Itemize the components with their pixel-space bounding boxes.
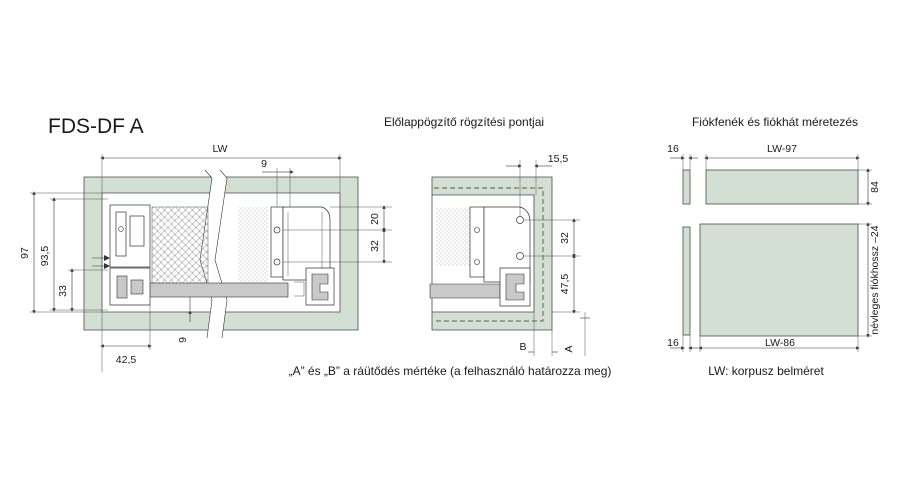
fixing-points-dimensions: 15,5 32 47,5 B A — [506, 153, 590, 356]
cross-section-drawing — [83, 169, 359, 339]
fixing-points-drawing — [429, 176, 553, 331]
note-a-b: „A” és „B” a ráütődés mértéke (a felhasz… — [289, 364, 612, 378]
dim-93-5: 93,5 — [39, 246, 51, 267]
dim-9-bottom: 9 — [177, 337, 189, 343]
caption-fixing-points: Előlapрögzítő rögzítési pontjai — [384, 115, 544, 129]
dim-32-right: 32 — [559, 232, 571, 244]
cross-section-dimensions: LW 9 97 93,5 33 42,5 9 — [19, 143, 392, 372]
caption-bottom-back: Fiókfenék és fiókhát méretezés — [692, 115, 858, 129]
bottom-back-drawing — [682, 169, 859, 337]
bottom-back-dimensions: 16 LW-97 84 névleges fiókhossz –24 16 LW… — [667, 143, 881, 352]
dim-lw-86: LW-86 — [765, 337, 795, 349]
dim-16-top: 16 — [667, 143, 679, 155]
dim-33: 33 — [57, 285, 69, 297]
dim-97: 97 — [19, 247, 31, 259]
dim-84: 84 — [869, 181, 881, 193]
dim-nominal-length: névleges fiókhossz –24 — [869, 225, 881, 334]
dim-lw: LW — [213, 143, 228, 155]
dim-a: A — [563, 345, 575, 352]
dim-32-left: 32 — [369, 240, 381, 252]
note-lw: LW: korpusz belméret — [708, 364, 824, 378]
dim-20: 20 — [369, 213, 381, 225]
dim-47-5: 47,5 — [559, 274, 571, 295]
page-title: FDS-DF A — [48, 115, 144, 138]
dim-16-bottom: 16 — [667, 337, 679, 349]
dim-9-top: 9 — [261, 158, 267, 170]
dim-b: B — [519, 341, 526, 353]
dim-lw-97: LW-97 — [767, 143, 797, 155]
dim-15-5: 15,5 — [548, 153, 569, 165]
dim-42-5: 42,5 — [116, 354, 137, 366]
